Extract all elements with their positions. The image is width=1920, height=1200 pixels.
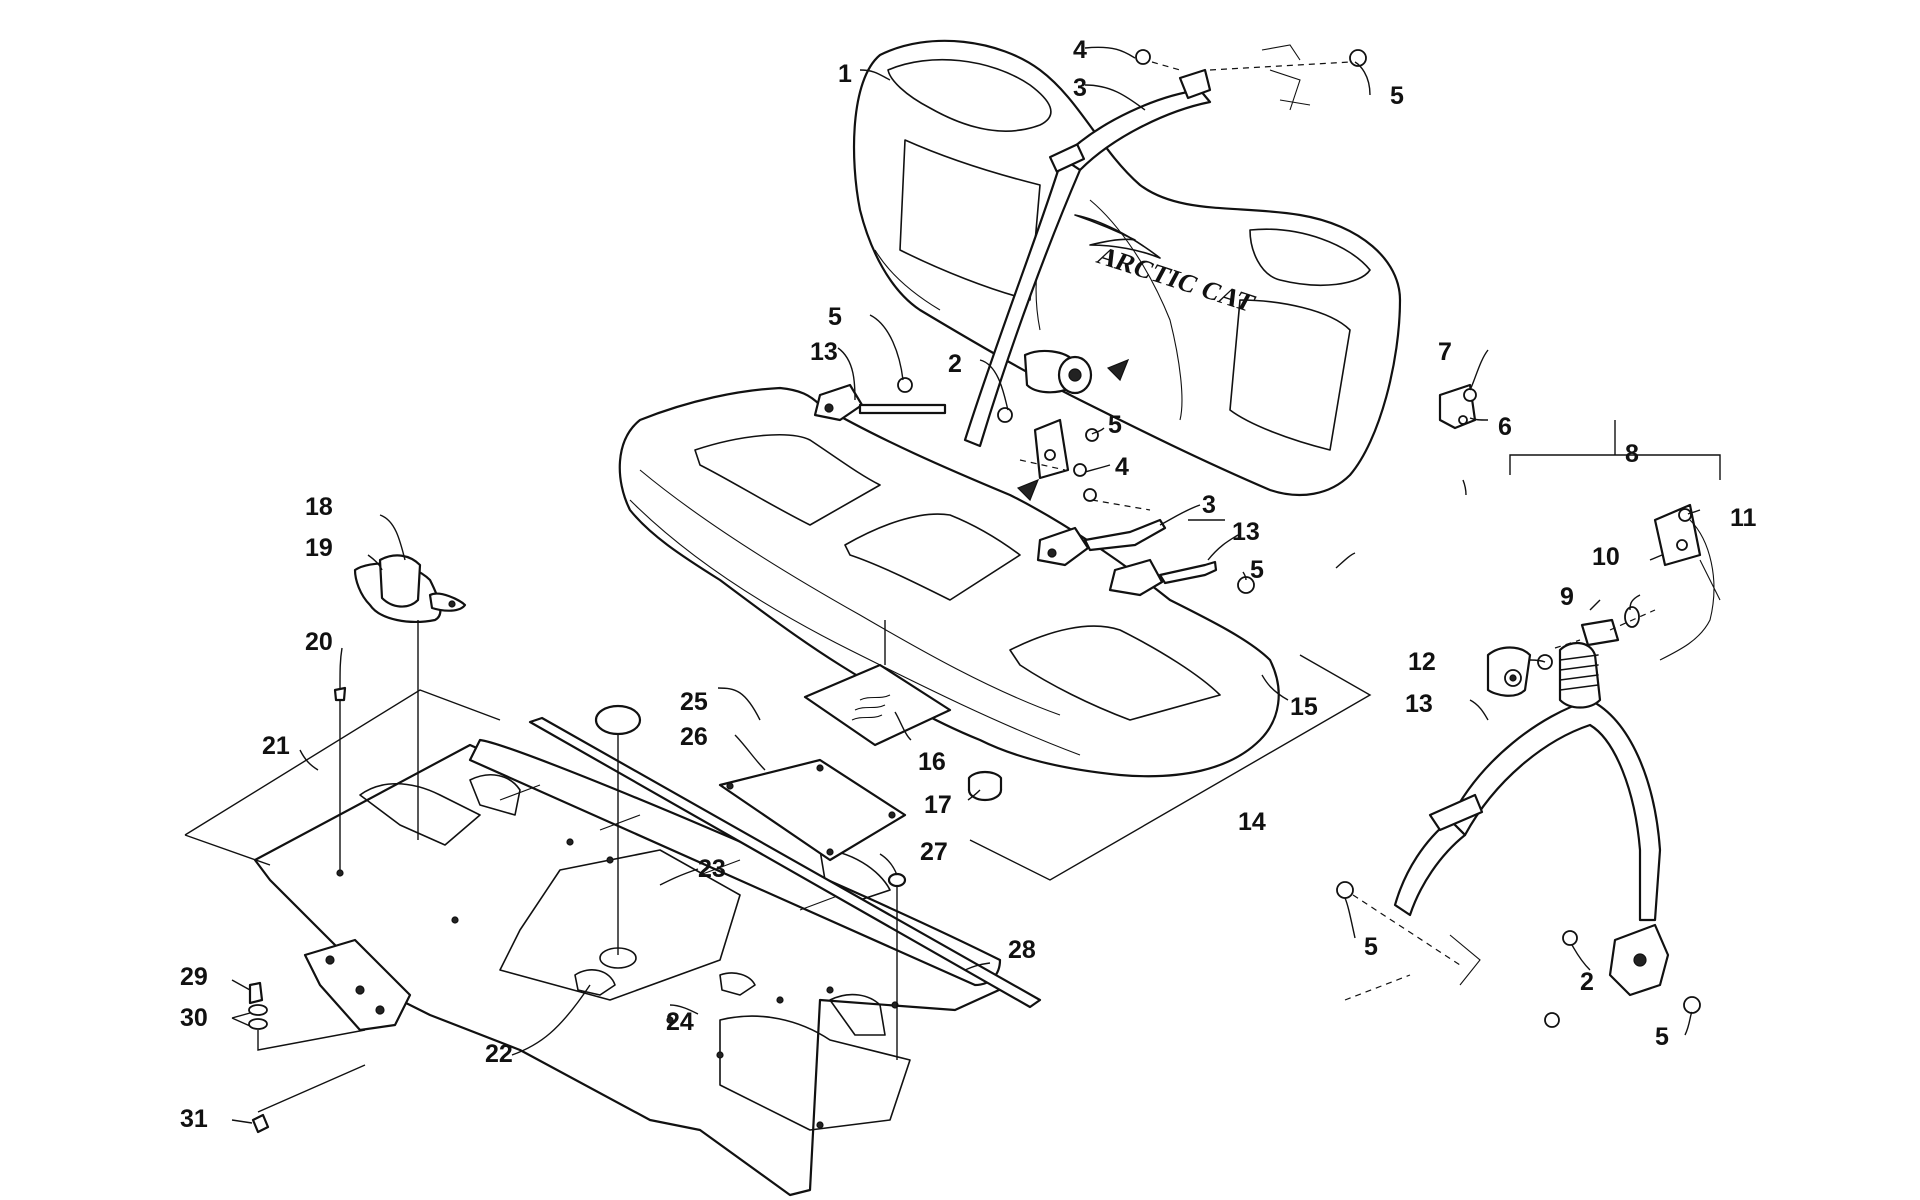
floor-pan-holes — [336, 838, 899, 1129]
callout-15: 15 — [1290, 693, 1318, 721]
callout-2-center: 2 — [948, 350, 962, 378]
rubber-bumper — [967, 770, 1003, 802]
callout-21: 21 — [262, 732, 290, 760]
callout-24: 24 — [666, 1008, 694, 1036]
plug-hole — [599, 947, 637, 969]
screw-20 — [333, 686, 347, 870]
callout-31: 31 — [180, 1105, 208, 1133]
seat-buckle-center — [1036, 518, 1167, 567]
callout-4-top: 4 — [1073, 36, 1087, 64]
callout-29: 29 — [180, 963, 208, 991]
callout-8: 8 — [1625, 440, 1639, 468]
seatbelt-assembly-right — [1336, 503, 1721, 1028]
callout-25: 25 — [680, 688, 708, 716]
callout-5-top-right: 5 — [1390, 82, 1404, 110]
callout-6: 6 — [1498, 413, 1512, 441]
callout-30: 30 — [180, 1004, 208, 1032]
callout-10: 10 — [1592, 543, 1620, 571]
callout-2-right: 2 — [1580, 968, 1594, 996]
callout-9: 9 — [1560, 583, 1574, 611]
floor-pan — [253, 738, 1012, 1197]
callout-5-right-lower: 5 — [1655, 1023, 1669, 1051]
retractor-assembly — [1016, 349, 1130, 502]
center-bracket — [997, 407, 1151, 511]
callout-12: 12 — [1408, 648, 1436, 676]
round-plug — [594, 704, 642, 736]
callout-3-center: 3 — [1202, 491, 1216, 519]
callout-3-top: 3 — [1073, 74, 1087, 102]
callout-26: 26 — [680, 723, 708, 751]
callout-14: 14 — [1238, 808, 1266, 836]
seat-buckle-right — [1108, 558, 1218, 597]
seat-buckle-left — [813, 383, 947, 422]
callout-19: 19 — [305, 534, 333, 562]
callout-18: 18 — [305, 493, 333, 521]
callout-13-right: 13 — [1405, 690, 1433, 718]
callout-16: 16 — [918, 748, 946, 776]
callout-13-left: 13 — [810, 338, 838, 366]
callout-20: 20 — [305, 628, 333, 656]
access-cover-plate — [718, 758, 907, 862]
callout-4-center: 4 — [1115, 453, 1129, 481]
callout-labels: 1 4 3 5 5 13 2 5 4 3 13 5 7 6 8 11 10 9 … — [180, 36, 1757, 1133]
trim-strip — [528, 716, 1042, 1009]
callout-23: 23 — [698, 855, 726, 883]
callout-7: 7 — [1438, 338, 1452, 366]
callout-28: 28 — [1008, 936, 1036, 964]
callout-27: 27 — [920, 838, 948, 866]
group-8-bracket — [1509, 420, 1721, 480]
frame-hint-top — [1261, 44, 1311, 111]
grommet — [887, 872, 907, 888]
seat-belt-shoulder — [963, 68, 1212, 448]
seat-cushion — [618, 386, 1280, 778]
group-21-bracket — [184, 689, 501, 866]
callout-13-center: 13 — [1232, 518, 1260, 546]
leader-lines — [231, 46, 1701, 1124]
group-14-bracket — [969, 654, 1372, 881]
callout-5-center-right: 5 — [1250, 556, 1264, 584]
mount-bracket — [248, 938, 412, 1134]
warning-decal — [803, 620, 952, 747]
hardware-fasteners — [897, 49, 1477, 594]
callout-5-right-upper: 5 — [1364, 933, 1378, 961]
callout-1: 1 — [838, 60, 852, 88]
callout-5-center: 5 — [1108, 411, 1122, 439]
callout-5-left: 5 — [828, 303, 842, 331]
strap-holder — [353, 554, 467, 623]
callout-17: 17 — [924, 791, 952, 819]
callout-22: 22 — [485, 1040, 513, 1068]
callout-11: 11 — [1730, 504, 1757, 532]
mounting-line-top — [1151, 61, 1351, 71]
